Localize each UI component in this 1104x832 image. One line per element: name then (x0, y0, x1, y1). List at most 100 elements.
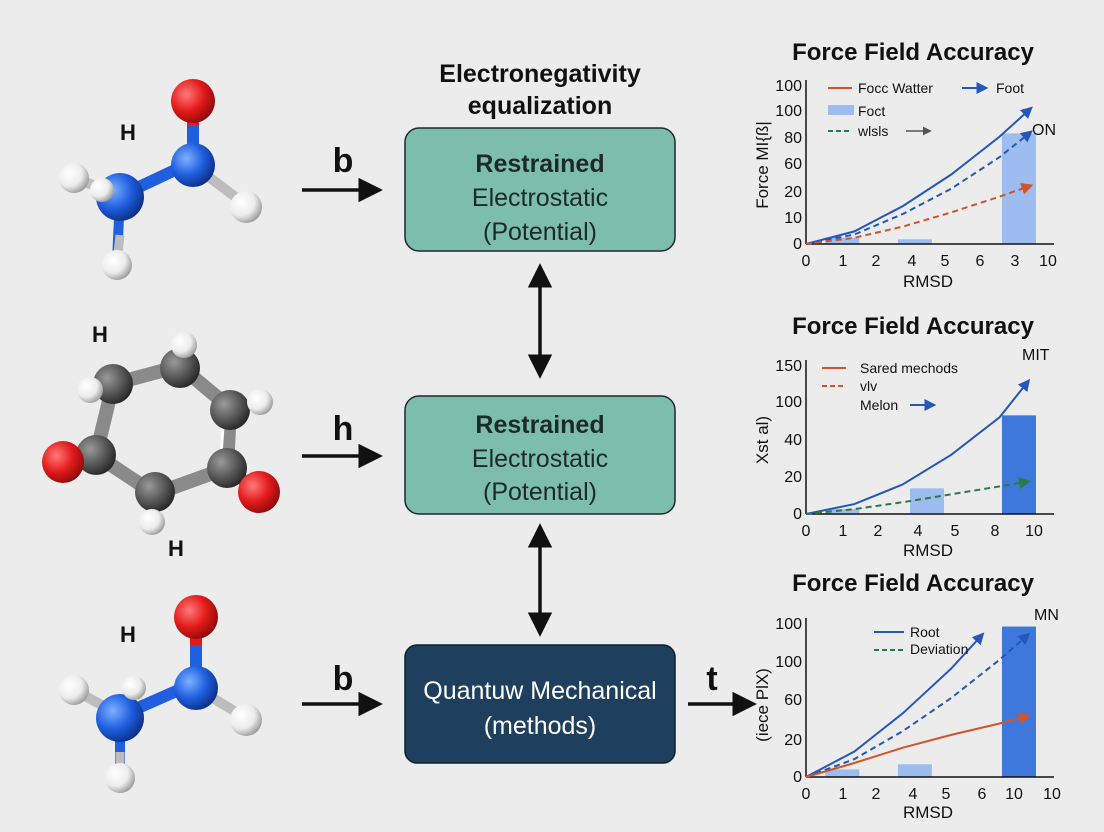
hydrogen-atom (59, 163, 89, 193)
box-middle-line-1: Restrained (475, 411, 604, 439)
x-tick-label: 4 (914, 523, 923, 540)
carbon-atom (160, 348, 200, 388)
x-tick-label: 10 (1039, 253, 1057, 270)
x-axis-label: RMSD (903, 541, 953, 560)
series-line (805, 378, 1031, 515)
y-tick-label: 100 (775, 103, 802, 120)
y-tick-label: 10 (784, 210, 802, 227)
chart-bar (1001, 415, 1036, 514)
output-arrow: t (688, 660, 757, 717)
input-arrow-top: b (302, 142, 383, 203)
hydrogen-label: H (92, 322, 108, 347)
legend-label: vlv (860, 378, 877, 394)
y-axis-label: Xst al) (753, 416, 772, 464)
y-tick-label: 20 (784, 184, 802, 201)
chart-annotation: ON (1032, 122, 1056, 139)
series-line (805, 632, 985, 778)
ring-molecule-middle: H H (42, 322, 280, 561)
carbon-atom (210, 390, 250, 430)
hydrogen-atom (77, 377, 103, 403)
x-tick-label: 8 (991, 523, 1000, 540)
amide-molecule-top: H (59, 79, 262, 280)
x-tick-label: 6 (978, 786, 987, 803)
x-tick-label: 1 (839, 523, 848, 540)
chart-title: Force Field Accuracy (792, 39, 1035, 66)
heading-line-2: equalization (468, 92, 612, 120)
x-tick-label: 4 (909, 786, 918, 803)
carbon-atom (93, 364, 133, 404)
arrow-letter-top: b (333, 142, 354, 180)
carbon-atom (76, 435, 116, 475)
y-tick-label: 0 (793, 236, 802, 253)
carbon-atom (135, 472, 175, 512)
y-tick-label: 60 (784, 692, 802, 709)
y-tick-label: 0 (793, 506, 802, 523)
legend-label: Root (910, 624, 940, 640)
y-tick-label: 0 (793, 769, 802, 786)
x-tick-label: 10 (1025, 523, 1043, 540)
amide-molecule-bottom: H (59, 595, 262, 793)
hydrogen-label: H (168, 536, 184, 561)
chart-bar (825, 509, 860, 514)
x-tick-label: 1 (839, 253, 848, 270)
arrow-letter-middle: h (333, 410, 354, 448)
legend-label: Focc Watter (858, 80, 933, 96)
y-tick-label: 100 (775, 654, 802, 671)
input-arrow-middle: h (302, 410, 383, 469)
process-box-middle: Restrained Electrostatic (Potential) (404, 395, 676, 515)
arrow-letter-output: t (706, 660, 717, 698)
arrow-letter-bottom: b (333, 660, 354, 698)
box-middle-line-2: Electrostatic (472, 445, 608, 473)
hydrogen-atom (59, 675, 89, 705)
legend-label: Foot (996, 80, 1024, 96)
chart-title: Force Field Accuracy (792, 313, 1035, 340)
x-tick-label: 4 (908, 253, 917, 270)
y-tick-label: 80 (784, 130, 802, 147)
nitrogen-atom (96, 694, 144, 742)
oxygen-atom (174, 595, 218, 639)
series-line (805, 106, 1033, 245)
x-tick-label: 3 (1011, 253, 1020, 270)
chart-bar (825, 237, 860, 244)
chart-bar (825, 769, 860, 777)
x-tick-label: 2 (872, 786, 881, 803)
hydrogen-atom (90, 178, 114, 202)
x-tick-label: 1 (839, 786, 848, 803)
box-top-line-3: (Potential) (483, 218, 597, 246)
x-tick-label: 0 (802, 253, 811, 270)
x-tick-label: 5 (941, 253, 950, 270)
series-line (805, 477, 1031, 515)
y-tick-label: 20 (784, 732, 802, 749)
x-tick-label: 5 (951, 523, 960, 540)
y-tick-label: 40 (784, 432, 802, 449)
hydrogen-atom (230, 191, 262, 223)
hydrogen-atom (122, 676, 146, 700)
oxygen-atom (42, 441, 84, 483)
legend-label: Foct (858, 103, 885, 119)
hydrogen-atom (247, 389, 273, 415)
x-tick-label: 0 (802, 523, 811, 540)
x-tick-label: 0 (802, 786, 811, 803)
hydrogen-atom (102, 250, 132, 280)
process-box-bottom: Quantuw Mechanical (methods) (404, 644, 676, 764)
hydrogen-label: H (120, 120, 136, 145)
series-line (805, 183, 1034, 245)
input-arrow-bottom: b (302, 660, 383, 717)
box-bottom-line-1: Quantuw Mechanical (423, 677, 656, 705)
y-tick-label: 150 (775, 358, 802, 375)
process-box-top: Restrained Electrostatic (Potential) (404, 127, 676, 252)
x-tick-label: 10 (1005, 786, 1023, 803)
oxygen-atom (171, 79, 215, 123)
chart-bar (897, 239, 932, 244)
chart-title: Force Field Accuracy (792, 570, 1035, 597)
y-tick-label: 60 (784, 156, 802, 173)
carbon-atom (207, 448, 247, 488)
